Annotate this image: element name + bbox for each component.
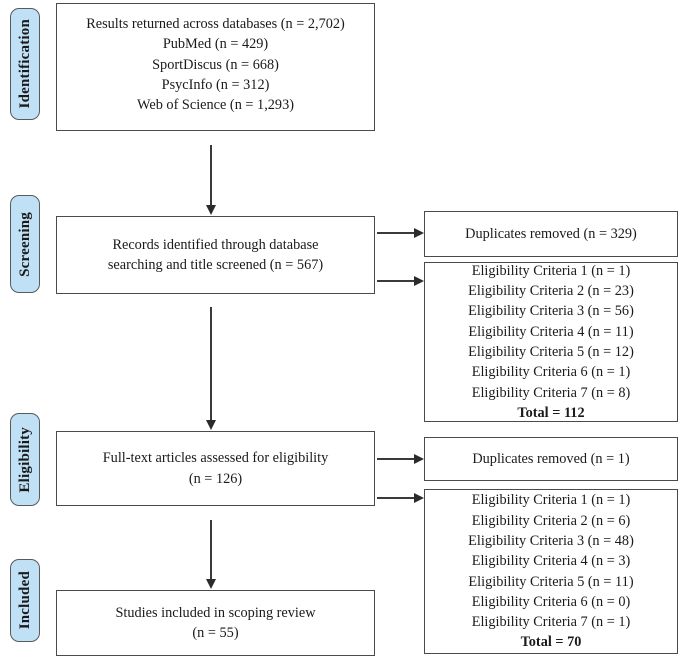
exclusion-line: Eligibility Criteria 1 (n = 1) bbox=[471, 262, 631, 279]
box-identification-text: Results returned across databases (n = 2… bbox=[86, 16, 345, 114]
box-duplicates-removed-screening-text: Duplicates removed (n = 329) bbox=[465, 225, 637, 242]
exclusion-total: Total = 112 bbox=[517, 404, 585, 421]
exclusion-line: Eligibility Criteria 5 (n = 11) bbox=[468, 573, 634, 590]
exclusion-line: Eligibility Criteria 6 (n = 1) bbox=[471, 364, 631, 381]
box-exclusions-eligibility: Eligibility Criteria 1 (n = 1) Eligibili… bbox=[424, 489, 678, 654]
exclusion-line: Eligibility Criteria 7 (n = 8) bbox=[471, 384, 631, 401]
stage-label-included: Included bbox=[10, 559, 40, 642]
stage-label-screening-text: Screening bbox=[16, 211, 33, 277]
stage-label-eligibility-text: Eligibility bbox=[16, 426, 33, 493]
arrow-eligibility-to-included bbox=[210, 520, 212, 580]
exclusion-line: Eligibility Criteria 2 (n = 6) bbox=[471, 512, 631, 529]
stage-label-screening: Screening bbox=[10, 195, 40, 293]
exclusion-line: Eligibility Criteria 3 (n = 56) bbox=[468, 303, 634, 320]
arrow-screening-to-exclusions bbox=[377, 280, 415, 282]
box-identification: Results returned across databases (n = 2… bbox=[56, 3, 375, 131]
exclusion-total: Total = 70 bbox=[520, 634, 582, 651]
arrow-screening-to-eligibility bbox=[210, 307, 212, 421]
arrow-eligibility-to-duplicates bbox=[377, 458, 415, 460]
stage-label-identification-text: Identification bbox=[16, 19, 33, 109]
arrow-screening-to-duplicates bbox=[377, 232, 415, 234]
exclusion-line: Eligibility Criteria 4 (n = 3) bbox=[471, 553, 631, 570]
box-full-text-assessed: Full-text articles assessed for eligibil… bbox=[56, 431, 375, 506]
box-studies-included: Studies included in scoping review (n = … bbox=[56, 590, 375, 656]
box-duplicates-removed-eligibility-text: Duplicates removed (n = 1) bbox=[472, 450, 630, 467]
exclusion-line: Eligibility Criteria 6 (n = 0) bbox=[471, 593, 631, 610]
box-duplicates-removed-eligibility: Duplicates removed (n = 1) bbox=[424, 437, 678, 481]
stage-label-included-text: Included bbox=[16, 571, 33, 630]
box-exclusions-screening: Eligibility Criteria 1 (n = 1) Eligibili… bbox=[424, 262, 678, 422]
arrow-identification-to-screening bbox=[210, 145, 212, 206]
exclusion-line: Eligibility Criteria 3 (n = 48) bbox=[468, 532, 634, 549]
box-studies-included-text: Studies included in scoping review (n = … bbox=[115, 604, 316, 641]
box-duplicates-removed-screening: Duplicates removed (n = 329) bbox=[424, 211, 678, 257]
box-records-screened: Records identified through database sear… bbox=[56, 216, 375, 294]
exclusion-line: Eligibility Criteria 1 (n = 1) bbox=[471, 492, 631, 509]
stage-label-identification: Identification bbox=[10, 8, 40, 120]
exclusion-line: Eligibility Criteria 7 (n = 1) bbox=[471, 614, 631, 631]
exclusion-line: Eligibility Criteria 2 (n = 23) bbox=[468, 283, 634, 300]
stage-label-eligibility: Eligibility bbox=[10, 413, 40, 506]
arrow-eligibility-to-exclusions bbox=[377, 497, 415, 499]
box-records-screened-text: Records identified through database sear… bbox=[107, 236, 324, 273]
box-full-text-assessed-text: Full-text articles assessed for eligibil… bbox=[102, 450, 329, 487]
exclusion-line: Eligibility Criteria 5 (n = 12) bbox=[468, 344, 634, 360]
exclusion-line: Eligibility Criteria 4 (n = 11) bbox=[468, 323, 634, 340]
